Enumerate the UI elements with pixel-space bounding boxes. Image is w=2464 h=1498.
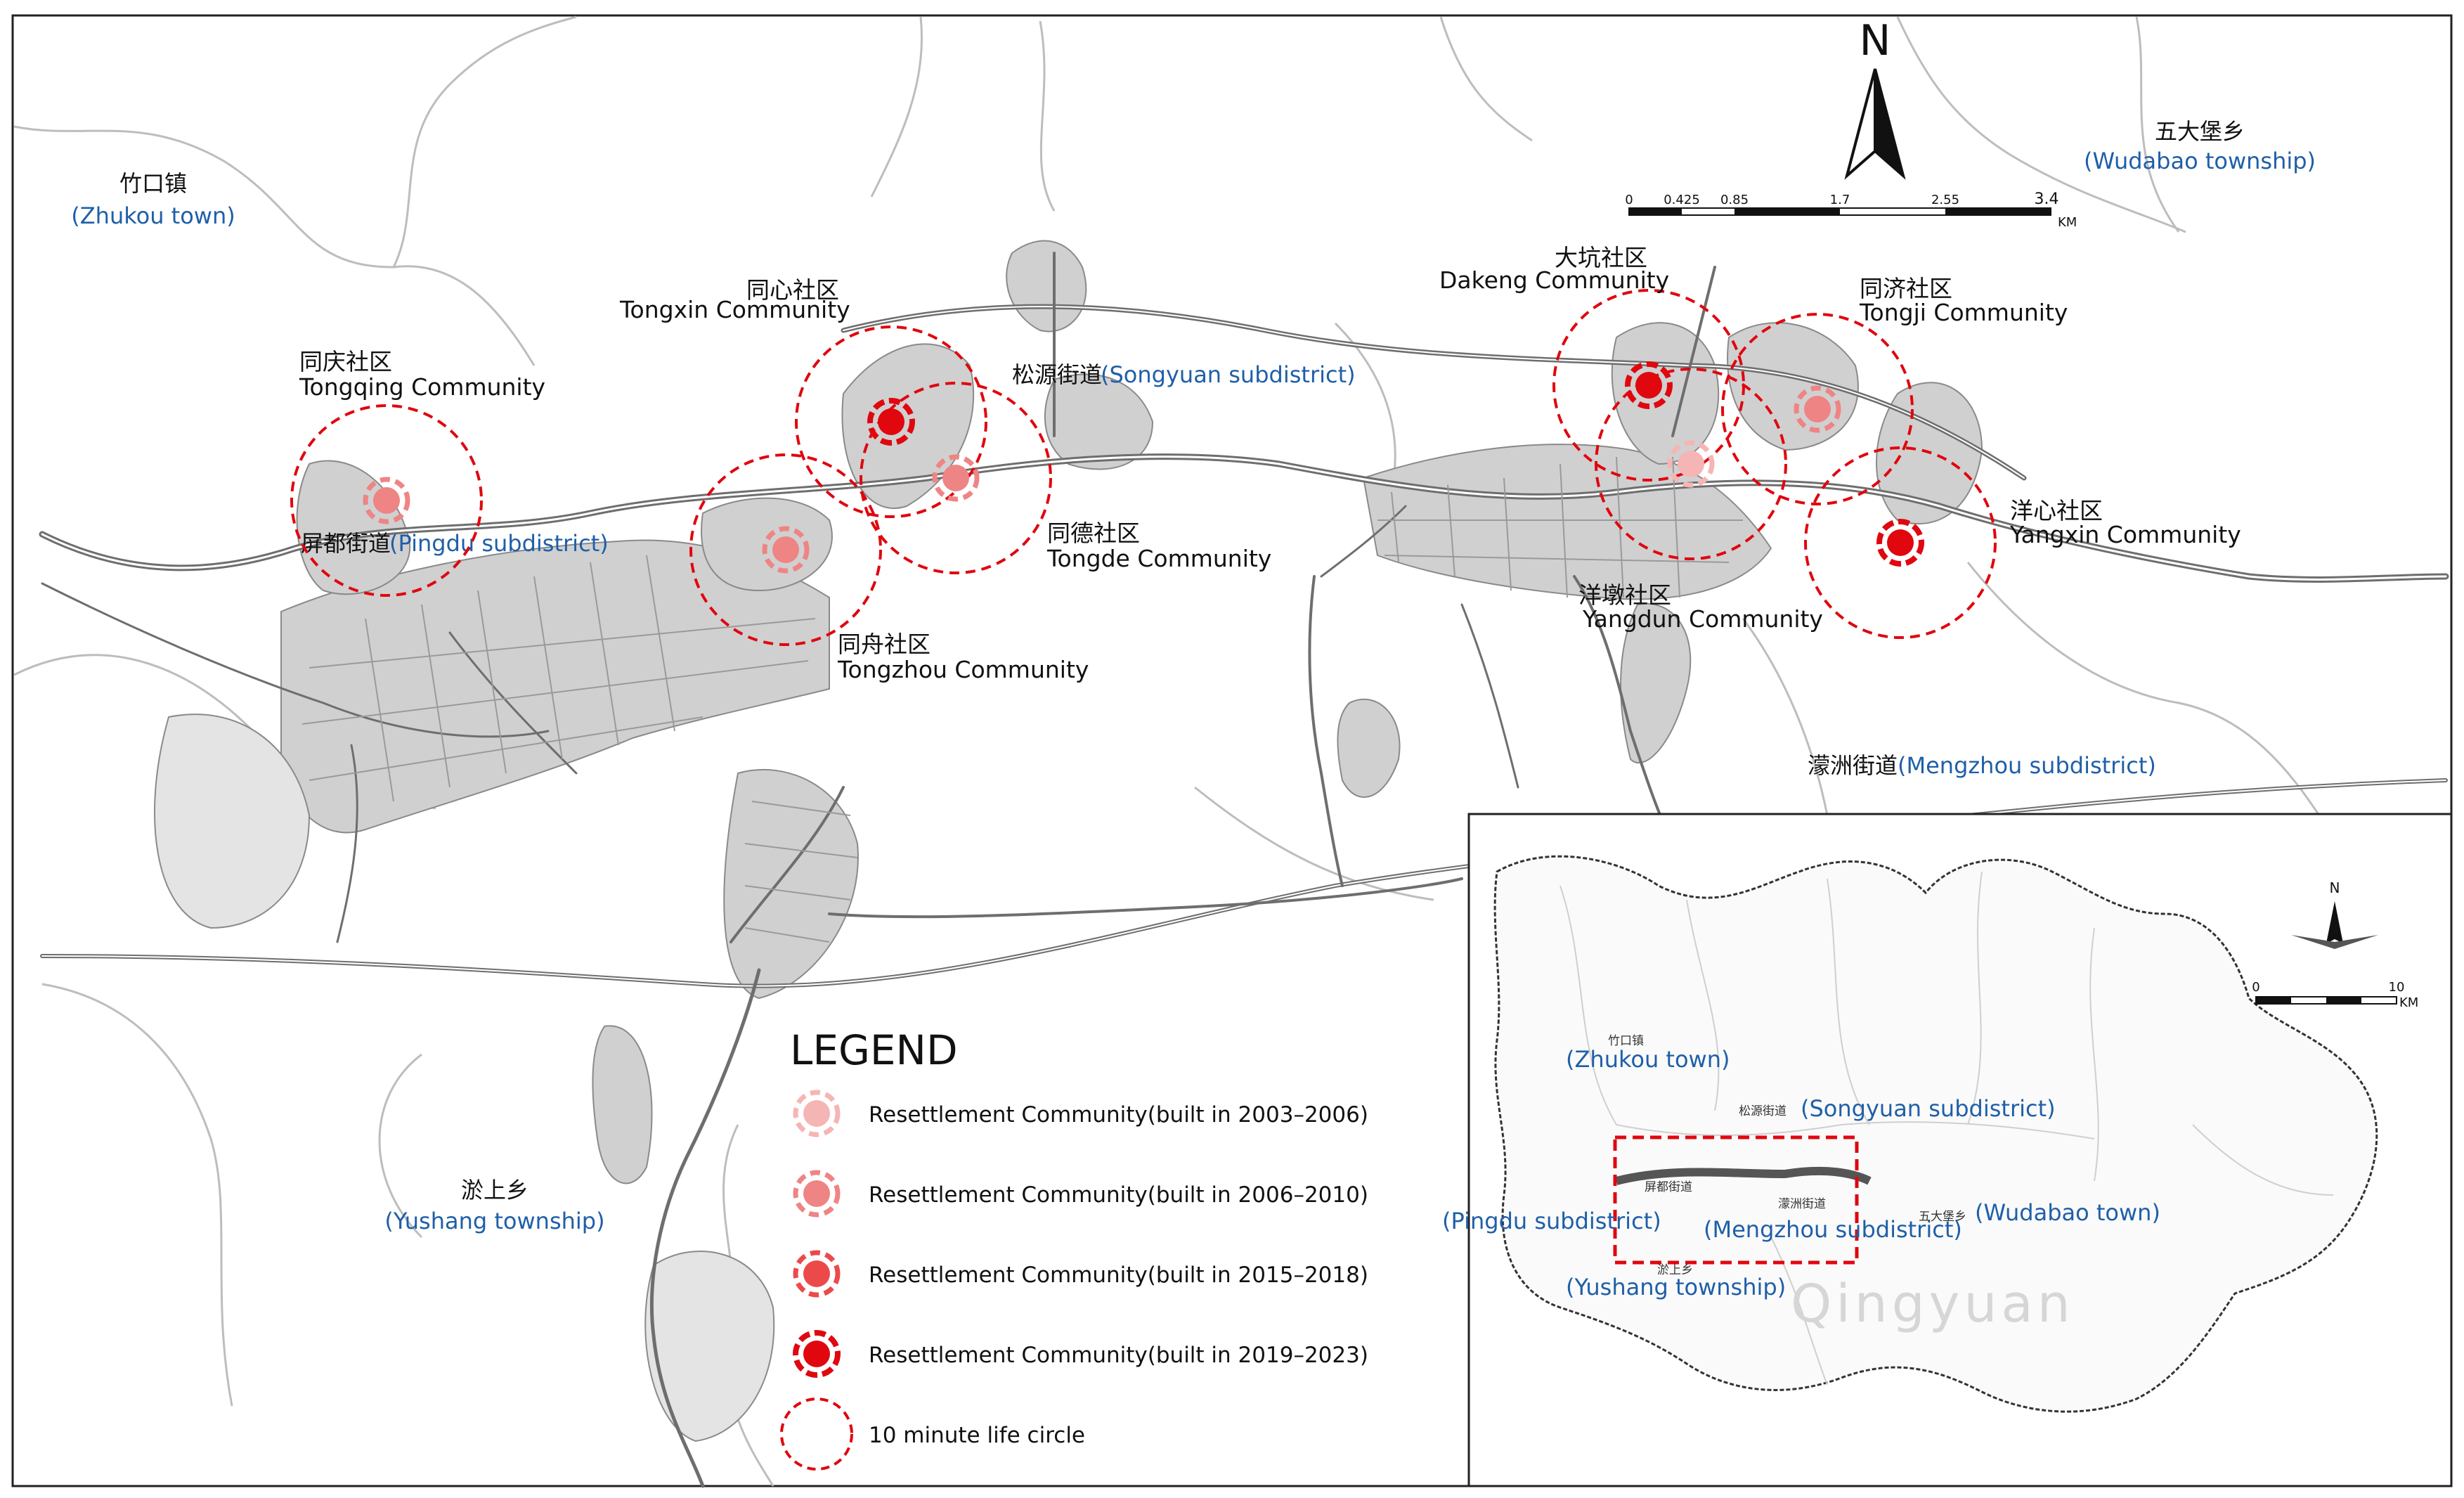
- inset-study-area-box: [1613, 1135, 1859, 1265]
- community-tongqing-cn: 同庆社区: [299, 348, 392, 375]
- legend-label-2006-2010: Resettlement Community(built in 2006–201…: [869, 1182, 1368, 1208]
- community-tongde-cn: 同德社区: [1047, 519, 1140, 547]
- inset-label-wudabao-en: (Wudabao town): [1975, 1199, 2160, 1226]
- place-pingdu-en: (Pingdu subdistrict): [389, 530, 609, 557]
- community-tongqing-en: Tongqing Community: [299, 373, 545, 401]
- community-yangxin-cn: 洋心社区: [2010, 497, 2103, 524]
- inset-scale-tick-0: 0: [2252, 980, 2259, 995]
- life-circle-tongxin: [795, 325, 987, 518]
- inset-label-yushang-en: (Yushang township): [1566, 1274, 1786, 1300]
- legend: LEGEND Resettlement Community(built in 2…: [780, 1026, 1368, 1471]
- community-tongzhou-en: Tongzhou Community: [837, 656, 1089, 683]
- place-mengzhou-cn: 濛洲街道: [1808, 752, 1898, 779]
- place-yushang-cn: 淤上乡: [461, 1177, 529, 1203]
- inset-label-mengzhou-cn: 濛洲街道: [1778, 1197, 1826, 1211]
- inset-label-zhukou-en: (Zhukou town): [1566, 1046, 1730, 1073]
- north-arrow-label: N: [1860, 16, 1891, 65]
- place-wudabao-en: (Wudabao township): [2084, 148, 2316, 174]
- inset-label-wudabao-cn: 五大堡乡: [1919, 1210, 1966, 1224]
- inset-county-outline: [1493, 855, 2378, 1413]
- life-circle-yangxin: [1804, 446, 1997, 639]
- life-circle-yangdun: [1595, 368, 1787, 560]
- life-circles: [290, 289, 1997, 646]
- admin-boundaries: [13, 15, 2321, 1487]
- scale-tick-1: 0.425: [1664, 193, 1700, 207]
- scale-bar: 0 0.425 0.85 1.7 2.55 3.4 KM: [1625, 191, 2077, 230]
- community-tongji-en: Tongji Community: [1859, 299, 2068, 326]
- legend-symbol-life-circle: [780, 1397, 853, 1471]
- place-songyuan-en: (Songyuan subdistrict): [1101, 361, 1356, 388]
- place-pingdu-cn: 屏都街道: [301, 530, 391, 557]
- community-yangdun-en: Yangdun Community: [1582, 605, 1823, 633]
- place-zhukou-cn: 竹口镇: [119, 170, 187, 197]
- community-tongzhou-cn: 同舟社区: [838, 631, 931, 658]
- inset-internal-boundaries: [1560, 871, 2334, 1386]
- legend-label-2003-2006: Resettlement Community(built in 2003–200…: [869, 1102, 1368, 1128]
- inset-north-arrow: N: [2291, 879, 2378, 970]
- street-grid: [301, 456, 1743, 943]
- inset-scale-tick-1: 10: [2389, 980, 2405, 995]
- community-yangdun-cn: 洋墩社区: [1578, 581, 1671, 609]
- scale-tick-5: 3.4: [2035, 191, 2059, 208]
- north-arrow: N: [1844, 16, 1906, 180]
- inset-map: (Zhukou town) 竹口镇 (Songyuan subdistrict)…: [1442, 813, 2453, 1487]
- inset-label-mengzhou-en: (Mengzhou subdistrict): [1704, 1216, 1962, 1243]
- legend-label-2019-2023: Resettlement Community(built in 2019–202…: [869, 1343, 1368, 1368]
- legend-symbol-2006-2010: [793, 1170, 841, 1218]
- scale-tick-0: 0: [1625, 193, 1633, 207]
- scale-unit: KM: [2058, 215, 2077, 230]
- place-songyuan-cn: 松源街道: [1012, 361, 1102, 388]
- legend-label-life-circle: 10 minute life circle: [869, 1423, 1085, 1448]
- inset-label-songyuan-en: (Songyuan subdistrict): [1801, 1095, 2056, 1122]
- scale-tick-2: 0.85: [1720, 193, 1749, 207]
- community-labels: 同庆社区 Tongqing Community 同心社区 Tongxin Com…: [299, 244, 2241, 683]
- inset-label-pingdu-cn: 屏都街道: [1645, 1180, 1692, 1194]
- inset-label-zhukou-cn: 竹口镇: [1608, 1034, 1644, 1048]
- road-network: [39, 252, 2449, 1488]
- inset-urban-area: [1615, 1166, 1872, 1185]
- community-dakeng-cn: 大坑社区: [1555, 244, 1647, 271]
- life-circle-tongqing: [290, 404, 483, 597]
- community-tongxin-en: Tongxin Community: [619, 296, 850, 323]
- life-circle-tongde: [860, 382, 1052, 574]
- place-yushang-en: (Yushang township): [384, 1208, 604, 1234]
- legend-symbol-2019-2023: [793, 1330, 841, 1378]
- place-zhukou-en: (Zhukou town): [71, 202, 235, 229]
- legend-symbol-2015-2018: [793, 1250, 841, 1298]
- community-yangxin-en: Yangxin Community: [2009, 521, 2241, 548]
- community-tongxin-cn: 同心社区: [746, 276, 839, 304]
- legend-label-2015-2018: Resettlement Community(built in 2015–201…: [869, 1263, 1368, 1288]
- legend-title: LEGEND: [790, 1026, 958, 1074]
- inset-scale-bar: 0 10 KM: [2252, 980, 2418, 1010]
- community-dakeng-en: Dakeng Community: [1439, 266, 1669, 294]
- inset-north-label: N: [2330, 879, 2340, 896]
- inset-label-songyuan-cn: 松源街道: [1739, 1104, 1787, 1118]
- scale-tick-3: 1.7: [1830, 193, 1850, 207]
- place-labels: 竹口镇 (Zhukou town) 五大堡乡 (Wudabao township…: [71, 118, 2316, 1234]
- community-tongde-en: Tongde Community: [1046, 545, 1271, 572]
- life-circle-tongji: [1721, 313, 1914, 505]
- inset-scale-unit: KM: [2399, 995, 2418, 1010]
- place-wudabao-cn: 五大堡乡: [2155, 118, 2245, 145]
- scale-tick-4: 2.55: [1931, 193, 1959, 207]
- inset-city-label: Qingyuan: [1791, 1274, 2075, 1334]
- inset-label-yushang-cn: 淤上乡: [1657, 1263, 1693, 1277]
- community-tongji-cn: 同济社区: [1860, 275, 1952, 302]
- life-circle-tongzhou: [689, 453, 882, 646]
- legend-symbol-2003-2006: [793, 1090, 841, 1137]
- place-mengzhou-en: (Mengzhou subdistrict): [1898, 752, 2156, 779]
- inset-label-pingdu-en: (Pingdu subdistrict): [1442, 1208, 1661, 1234]
